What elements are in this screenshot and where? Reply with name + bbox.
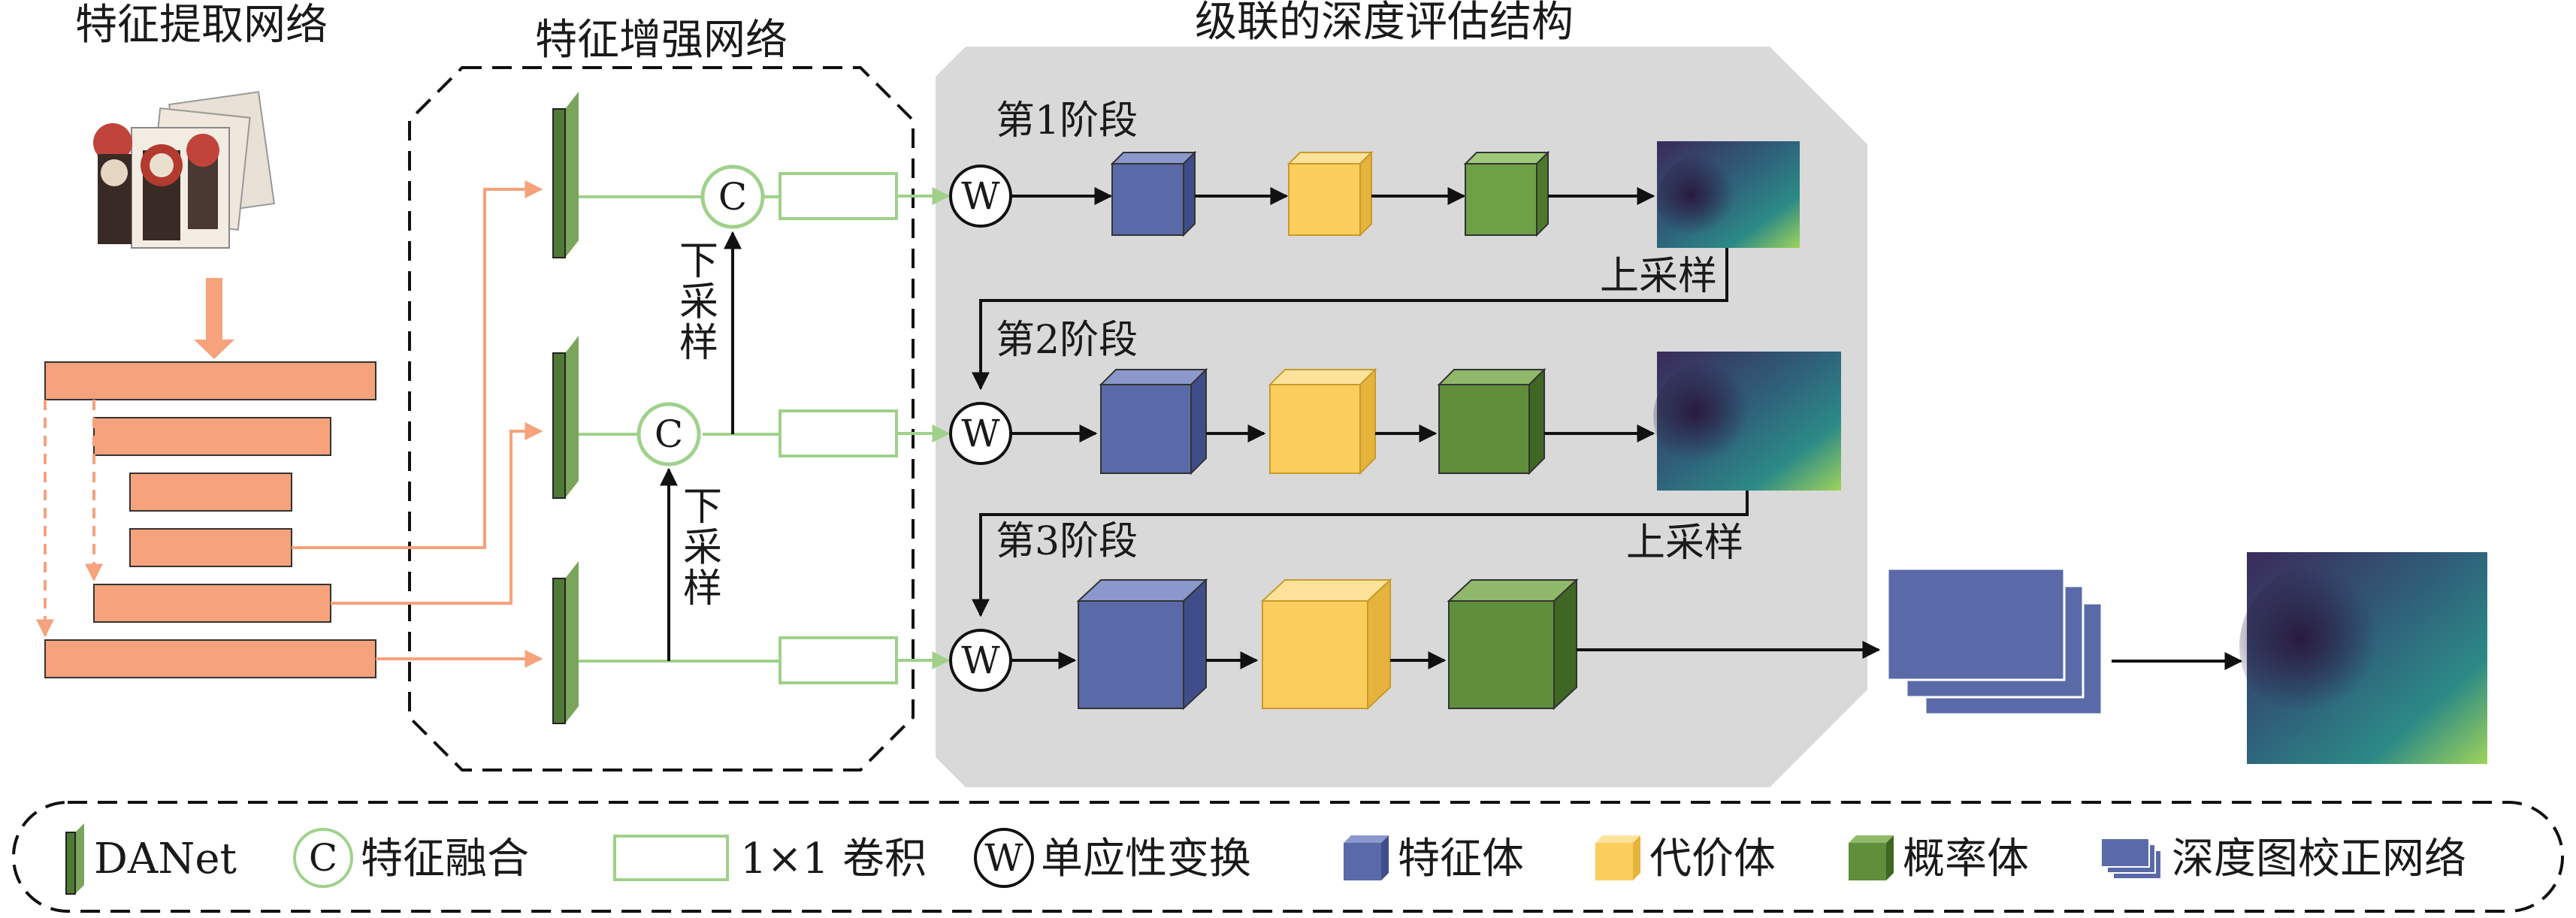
depth-map [1653, 352, 1841, 491]
svg-text:下采样: 下采样 [679, 239, 718, 366]
feature-volume [1076, 578, 1208, 711]
legend-box [12, 801, 2564, 913]
legend-refine-network-icon [2100, 838, 2162, 880]
stage-label: 第2阶段 [996, 318, 1138, 363]
feature-volume [1099, 367, 1208, 476]
refine-network [1886, 567, 2103, 716]
legend-danet-icon [65, 823, 84, 895]
warp-node: W [949, 165, 1012, 228]
prob-volume [1447, 578, 1579, 711]
upsample-label: 上采样 [1600, 254, 1717, 299]
legend-label: DANet [94, 835, 237, 883]
downsample-label: 下采样 [683, 485, 722, 611]
prob-volume [1463, 150, 1550, 237]
depth-map [1657, 141, 1800, 248]
conv1x1-box [779, 636, 898, 684]
svg-text:W: W [984, 836, 1023, 880]
legend-label: 特征体 [1398, 835, 1524, 883]
cost-volume [1268, 367, 1377, 476]
legend-feature-volume-icon [1344, 835, 1389, 880]
danet-block [552, 561, 579, 724]
conv1x1-box [779, 409, 898, 457]
feature-volume [1110, 150, 1197, 237]
svg-text:W: W [961, 639, 1000, 682]
svg-text:W: W [961, 412, 1000, 455]
stage-label: 第1阶段 [996, 98, 1138, 143]
feature-pyramid [44, 361, 376, 678]
svg-text:C: C [655, 412, 683, 456]
legend-warp-icon: W [974, 828, 1034, 888]
svg-text:W: W [961, 174, 1000, 218]
input-images [93, 91, 275, 249]
enhancement-region [408, 66, 915, 772]
downsample-label: 下采样 [679, 239, 718, 366]
svg-text:C: C [718, 175, 747, 219]
legend-label: 代价体 [1649, 835, 1776, 883]
stage-label: 第3阶段 [996, 519, 1138, 564]
legend-label: 1×1 卷积 [740, 835, 927, 883]
legend-label: 深度图校正网络 [2172, 835, 2466, 883]
legend-label: 特征融合 [361, 835, 529, 883]
title-feature-enhancement: 特征增强网络 [535, 16, 788, 65]
title-cascade-depth: 级联的深度评估结构 [1195, 0, 1574, 47]
legend-prob-volume-icon [1849, 835, 1894, 880]
svg-text:C: C [309, 836, 337, 880]
warp-node: W [949, 629, 1012, 692]
legend-conv-icon [613, 835, 729, 881]
prob-volume [1437, 367, 1547, 476]
cost-volume [1260, 578, 1392, 711]
svg-text:下采样: 下采样 [683, 485, 722, 611]
legend-cost-volume-icon [1595, 835, 1640, 880]
refined-depth-map [2239, 552, 2487, 764]
danet-block [552, 92, 579, 258]
legend-fusion-icon: C [293, 828, 353, 888]
cost-volume [1286, 150, 1374, 237]
legend-label: 单应性变换 [1041, 835, 1251, 883]
legend-label: 概率体 [1903, 835, 2029, 883]
fusion-node: C [636, 402, 701, 467]
warp-node: W [949, 402, 1012, 465]
upsample-label: 上采样 [1626, 521, 1743, 566]
title-feature-extraction: 特征提取网络 [75, 1, 328, 50]
conv1x1-box [779, 172, 898, 220]
danet-block [552, 336, 579, 499]
fusion-node: C [700, 165, 765, 229]
